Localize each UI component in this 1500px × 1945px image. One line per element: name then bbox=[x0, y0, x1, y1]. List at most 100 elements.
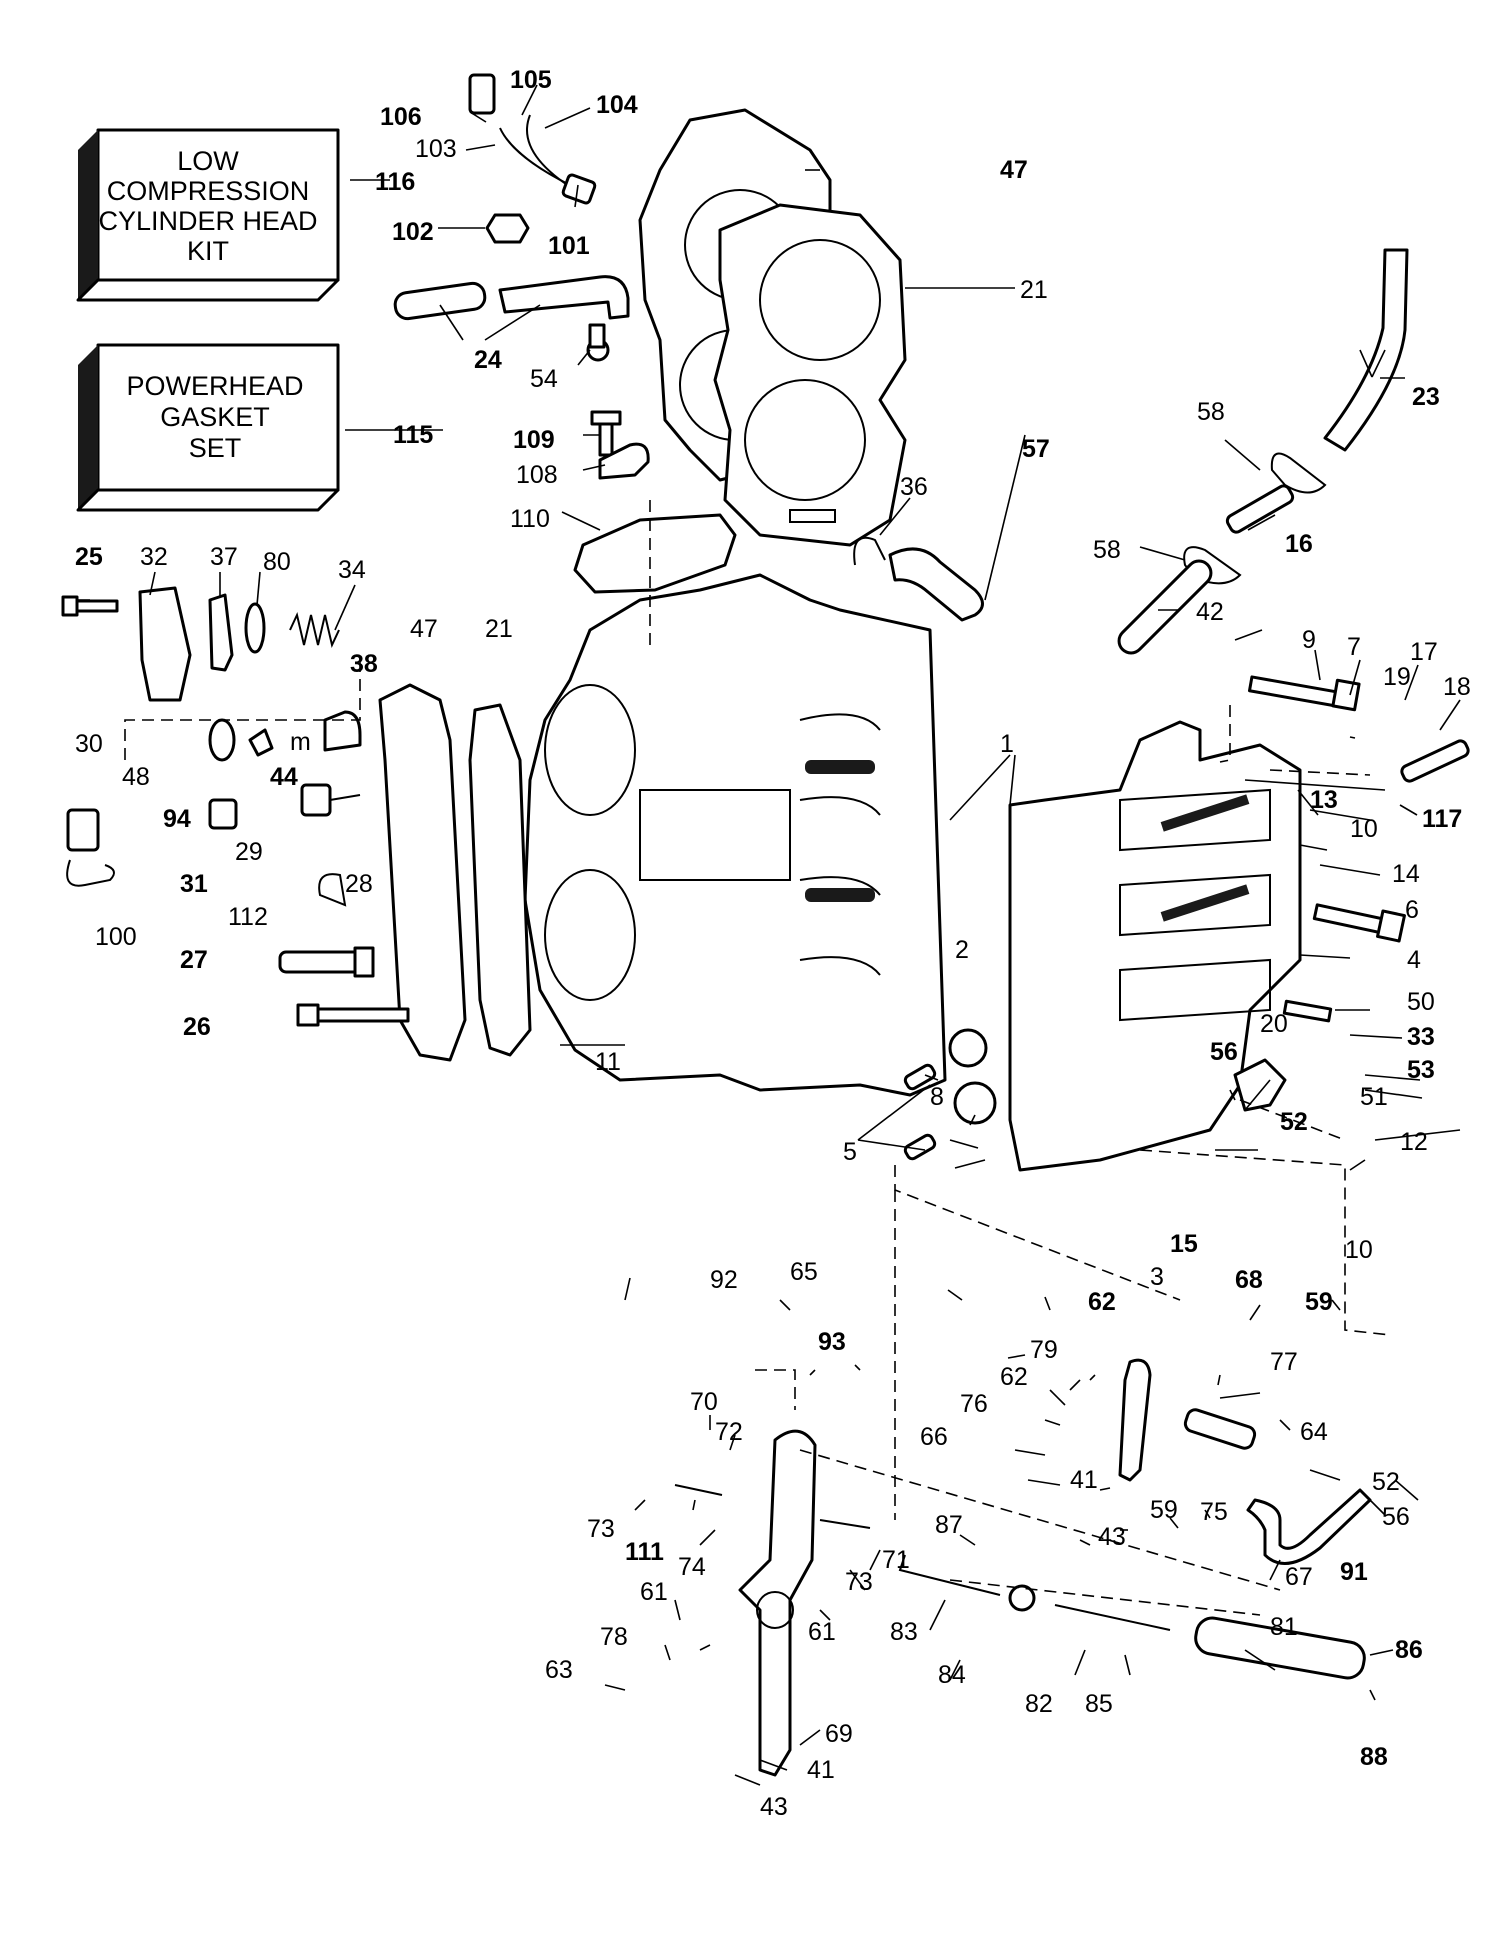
rod-67 bbox=[1246, 1488, 1372, 1565]
callout-10-upper: 10 bbox=[1350, 815, 1378, 843]
arm-79 bbox=[1118, 1358, 1152, 1482]
callout-9: 9 bbox=[1302, 626, 1316, 654]
callout-47-head: 47 bbox=[1000, 156, 1028, 184]
callout-74: 74 bbox=[678, 1553, 706, 1581]
callout-88: 88 bbox=[1360, 1743, 1388, 1771]
callout-2: 2 bbox=[955, 936, 969, 964]
bolt-26 bbox=[296, 1003, 410, 1027]
callout-77: 77 bbox=[1270, 1348, 1298, 1376]
callout-53: 53 bbox=[1407, 1056, 1435, 1084]
cover-32 bbox=[138, 586, 192, 702]
kit-box-powerhead-gasket: POWERHEAD GASKET SET bbox=[76, 343, 340, 512]
callout-20: 20 bbox=[1260, 1010, 1288, 1038]
callout-84: 84 bbox=[938, 1661, 966, 1689]
callout-82: 82 bbox=[1025, 1690, 1053, 1718]
callout-72: 72 bbox=[715, 1418, 743, 1446]
callout-37: 37 bbox=[210, 543, 238, 571]
callout-75: 75 bbox=[1200, 1498, 1228, 1526]
callout-41-upper: 41 bbox=[1070, 1466, 1098, 1494]
callout-92: 92 bbox=[710, 1266, 738, 1294]
bolt-109 bbox=[590, 410, 622, 457]
block-20 bbox=[1233, 1058, 1287, 1112]
callout-54: 54 bbox=[530, 365, 558, 393]
gasket-37 bbox=[208, 593, 234, 672]
callout-87: 87 bbox=[935, 1511, 963, 1539]
callout-16: 16 bbox=[1285, 530, 1313, 558]
fitting-16 bbox=[1225, 484, 1295, 534]
callout-27: 27 bbox=[180, 946, 208, 974]
assembly-lines bbox=[124, 500, 1391, 1616]
throttle-arm-69 bbox=[738, 1429, 817, 1777]
callout-44: 44 bbox=[270, 763, 298, 791]
callout-109: 109 bbox=[513, 426, 555, 454]
callout-41-lower: 41 bbox=[807, 1756, 835, 1784]
link-68 bbox=[1183, 1408, 1257, 1450]
kit-label-line: KIT bbox=[187, 236, 229, 266]
callout-14: 14 bbox=[1392, 860, 1420, 888]
callout-73-right: 73 bbox=[845, 1568, 873, 1596]
dowels-5 bbox=[903, 1063, 937, 1161]
callout-59-lower: 59 bbox=[1150, 1496, 1178, 1524]
callout-10-lower: 10 bbox=[1345, 1236, 1373, 1264]
callout-67: 67 bbox=[1285, 1563, 1313, 1591]
callout-65: 65 bbox=[790, 1258, 818, 1286]
callout-38: 38 bbox=[350, 650, 378, 678]
callout-101: 101 bbox=[548, 232, 590, 260]
fitting-30 bbox=[66, 808, 100, 852]
callout-59-upper: 59 bbox=[1305, 1288, 1333, 1316]
callout-12: 12 bbox=[1400, 1128, 1428, 1156]
clip-108 bbox=[598, 442, 650, 480]
temperature-sensor-lead bbox=[468, 73, 597, 205]
callout-83: 83 bbox=[890, 1618, 918, 1646]
callout-7: 7 bbox=[1347, 633, 1361, 661]
callout-58-lower: 58 bbox=[1093, 536, 1121, 564]
callout-73-left: 73 bbox=[587, 1515, 615, 1543]
callout-57: 57 bbox=[1022, 435, 1050, 463]
rod-82 bbox=[1054, 1604, 1171, 1631]
callout-61-left: 61 bbox=[640, 1578, 668, 1606]
callout-52-upper: 52 bbox=[1280, 1108, 1308, 1136]
callout-79: 79 bbox=[1030, 1336, 1058, 1364]
callout-58-upper: 58 bbox=[1197, 398, 1225, 426]
callout-62-lower: 62 bbox=[1000, 1363, 1028, 1391]
callout-30: 30 bbox=[75, 730, 103, 758]
callout-36: 36 bbox=[900, 473, 928, 501]
kit-label-line: COMPRESSION bbox=[107, 176, 310, 206]
clamp-112 bbox=[318, 873, 347, 907]
head-gasket bbox=[713, 203, 907, 547]
kit-label-line: CYLINDER HEAD bbox=[98, 206, 317, 236]
kit-label-line: POWERHEAD bbox=[126, 371, 303, 401]
callout-110: 110 bbox=[510, 505, 550, 533]
callout-106: 106 bbox=[380, 103, 422, 131]
callout-66: 66 bbox=[920, 1423, 948, 1451]
hose-42 bbox=[1117, 559, 1213, 655]
callout-52-lower: 52 bbox=[1372, 1468, 1400, 1496]
cylinder-block bbox=[523, 573, 947, 1097]
nut-84 bbox=[1008, 1584, 1036, 1612]
callout-108: 108 bbox=[516, 461, 558, 489]
callout-28: 28 bbox=[345, 870, 373, 898]
callout-23: 23 bbox=[1412, 383, 1440, 411]
callout-50: 50 bbox=[1407, 988, 1435, 1016]
thermostat-parts: m bbox=[208, 718, 311, 762]
callout-111: 111 bbox=[625, 1538, 664, 1566]
crankcase bbox=[1008, 720, 1302, 1172]
callout-33: 33 bbox=[1407, 1023, 1435, 1051]
exhaust-gasket bbox=[468, 703, 532, 1057]
callout-19: 19 bbox=[1383, 663, 1411, 691]
callout-64: 64 bbox=[1300, 1418, 1328, 1446]
kit-label-line: LOW bbox=[177, 146, 239, 176]
callout-1: 1 bbox=[1000, 730, 1014, 758]
callout-47-exhaust: 47 bbox=[410, 615, 438, 643]
callout-18: 18 bbox=[1443, 673, 1471, 701]
callout-61-right: 61 bbox=[808, 1618, 836, 1646]
callout-112: 112 bbox=[228, 903, 268, 931]
callout-81: 81 bbox=[1270, 1613, 1298, 1641]
callout-103: 103 bbox=[415, 135, 457, 163]
callout-8: 8 bbox=[930, 1083, 944, 1111]
callout-104: 104 bbox=[596, 91, 638, 119]
bolt-6 bbox=[1312, 903, 1406, 943]
callout-56-lower: 56 bbox=[1382, 1503, 1410, 1531]
callout-29: 29 bbox=[235, 838, 263, 866]
callout-94: 94 bbox=[163, 805, 191, 833]
